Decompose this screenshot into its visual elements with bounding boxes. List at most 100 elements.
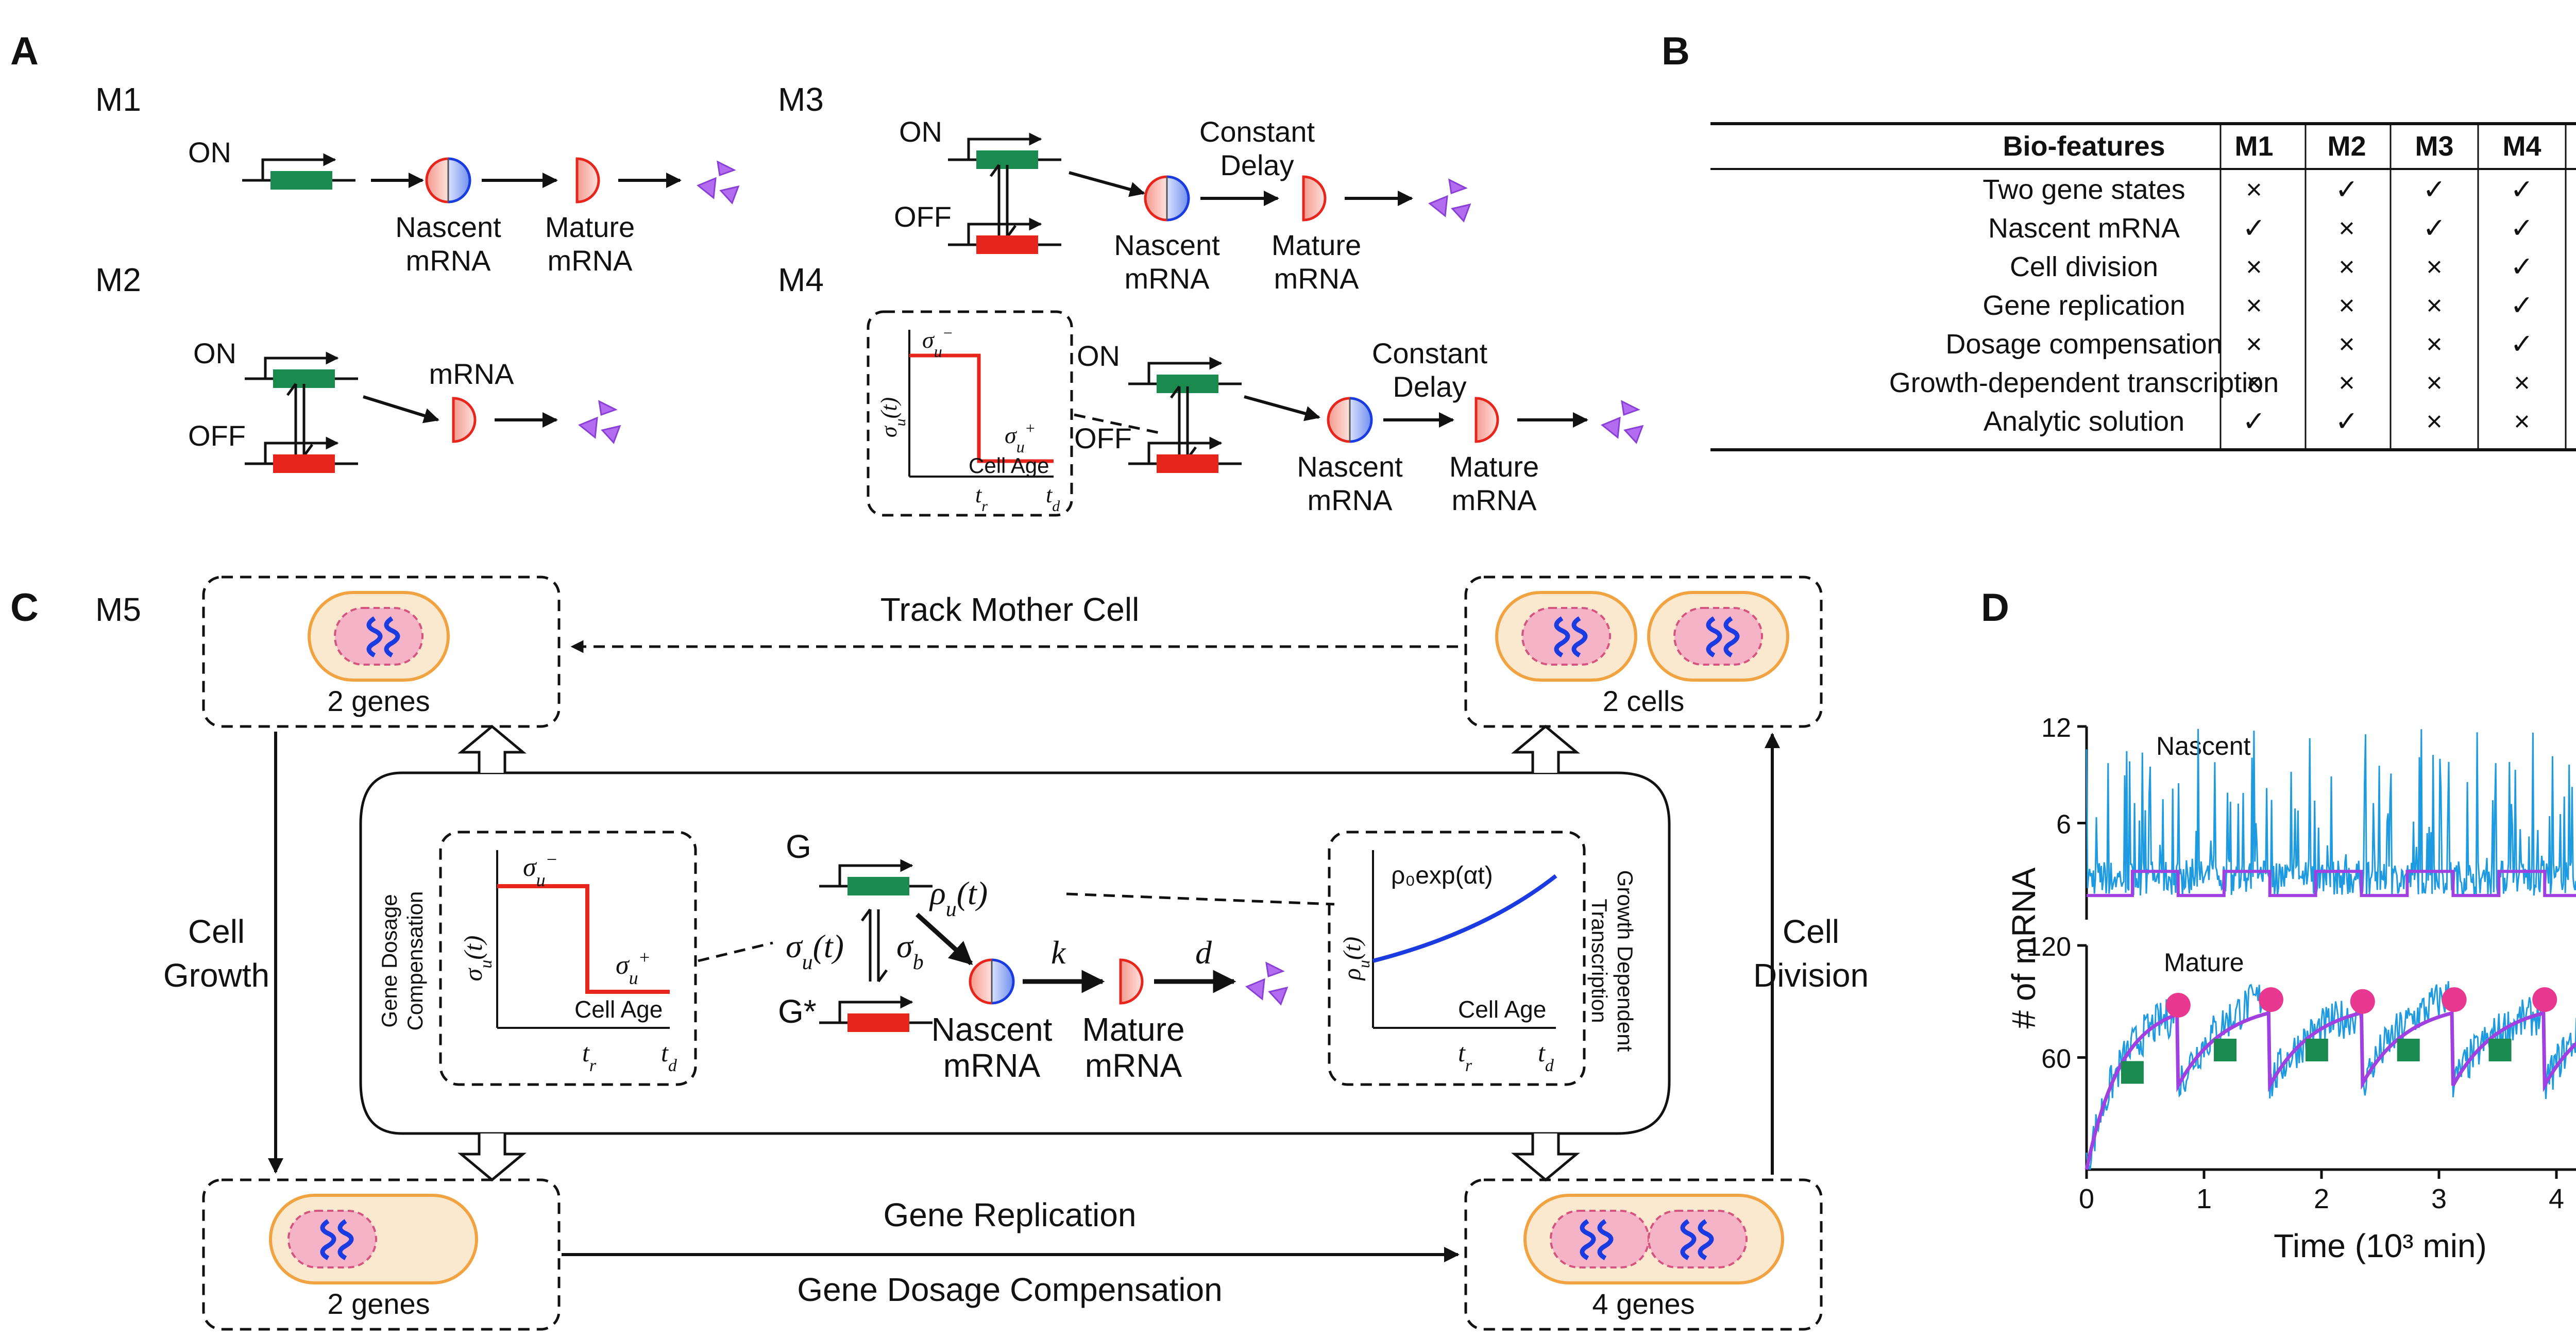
dosage-tr: tr [582, 1038, 597, 1075]
m4-sigma-inset-box [867, 310, 1073, 517]
panel-d-label: D [1981, 586, 2009, 630]
dosage-sigma-plus: σu+ [616, 947, 651, 988]
dividing-nucleus-2-icon [1648, 1210, 1748, 1268]
m4-mature-label: Mature [1449, 450, 1539, 483]
mature-y-tick-label: 60 [2041, 1044, 2071, 1074]
table-header-cell: M1 [2234, 131, 2273, 162]
sigma-u-t-label: σu(t) [786, 928, 844, 974]
replication-marker [2121, 1061, 2144, 1084]
cell-division-label-2: Division [1753, 957, 1869, 994]
m4-gene-off-icon [1128, 443, 1242, 473]
table-value-cell: ✓ [2335, 406, 2358, 437]
central-nascent-icon [970, 960, 1013, 1003]
table-value-cell: × [2338, 367, 2355, 398]
m1-gene-icon [242, 160, 355, 190]
table-value-cell: × [2338, 213, 2355, 244]
growth-connector [1066, 892, 1335, 906]
table-value-cell: × [2426, 290, 2443, 321]
growth-cell-age: Cell Age [1458, 996, 1546, 1023]
table-header-cell: M3 [2415, 131, 2453, 162]
table-feature-cell: Gene replication [1982, 290, 2185, 321]
bottom-left-state-box [202, 1178, 561, 1331]
growth-side-label-1: Growth Dependent [1613, 870, 1637, 1052]
table-value-cell: ✓ [2510, 290, 2533, 321]
m1-mature-mrna-label: mRNA [548, 244, 633, 277]
table-value-cell: × [2426, 367, 2443, 398]
central-mature-mrna-label: mRNA [1085, 1047, 1182, 1084]
division-marker [2442, 987, 2467, 1012]
mature-y-tick-label: 120 [2026, 932, 2071, 962]
table-value-cell: × [2426, 251, 2443, 282]
model-m2-label: M2 [95, 261, 141, 298]
m4-gene-on-icon [1128, 363, 1242, 393]
m4-inset-cell-age: Cell Age [969, 453, 1049, 478]
gene-gstar-label: G* [778, 993, 817, 1030]
replication-marker [2488, 1039, 2512, 1061]
division-marker [2532, 987, 2557, 1012]
dosage-step-line [497, 884, 670, 994]
m3-off-label: OFF [894, 200, 952, 233]
m4-mature-icon [1476, 398, 1498, 442]
table-header-cell: M4 [2502, 131, 2541, 162]
growth-rho-exp-label: ρ₀exp(αt) [1391, 862, 1493, 889]
m4-constant-label: Constant [1372, 337, 1488, 369]
table-feature-cell: Analytic solution [1984, 406, 2184, 437]
mature-mean-line [2084, 1010, 2576, 1170]
m1-nascent-mrna-label: mRNA [406, 244, 492, 277]
y-axis-label: # of mRNA [2005, 867, 2042, 1028]
growth-y-label: ρu(t) [1338, 937, 1373, 981]
x-tick-label: 2 [2314, 1183, 2329, 1214]
m4-nascent-icon [1328, 398, 1371, 442]
hollow-arrow-top-right-icon [1511, 724, 1580, 773]
top-right-state-box [1464, 576, 1823, 728]
m3-constant-label: Constant [1199, 115, 1315, 148]
x-tick-label: 1 [2196, 1183, 2212, 1214]
nascent-y-tick-label: 12 [2041, 713, 2071, 743]
cell-division-label-1: Cell [1783, 913, 1839, 950]
table-value-cell: ✓ [2510, 213, 2533, 244]
m2-switch-icon [287, 384, 312, 456]
table-value-cell: × [2246, 174, 2262, 205]
table-value-cell: ✓ [2335, 174, 2358, 205]
m3-degraded-icon [1429, 179, 1471, 222]
table-value-cell: ✓ [2422, 174, 2446, 205]
replication-marker [2214, 1039, 2237, 1061]
table-value-cell: × [2338, 251, 2355, 282]
panel-c-label: C [10, 586, 39, 630]
panel-b-label: B [1662, 29, 1690, 73]
m4-on-label: ON [1077, 340, 1120, 372]
m2-degraded-icon [579, 400, 621, 444]
m4-inset-tr: tr [975, 482, 988, 515]
table-feature-cell: Dosage compensation [1945, 329, 2222, 360]
dosage-inset-box [439, 831, 697, 1086]
top-right-cells-label: 2 cells [1603, 685, 1685, 717]
table-value-cell: ✓ [2510, 251, 2533, 282]
m3-mature-label: Mature [1272, 229, 1361, 261]
gene-replication-label: Gene Replication [884, 1196, 1137, 1233]
table-value-cell: ✓ [2422, 213, 2446, 244]
bottom-right-state-box [1464, 1178, 1823, 1331]
central-mature-icon [1121, 960, 1142, 1003]
m3-nascent-label: Nascent [1114, 229, 1220, 261]
hollow-arrow-bottom-right-icon [1511, 1133, 1580, 1182]
gene-gstar-icon [819, 1002, 933, 1032]
table-header-cell: Bio-features [2003, 131, 2165, 162]
dosage-connector [698, 941, 773, 962]
model-m3-label: M3 [778, 81, 824, 118]
model-m5-label: M5 [95, 591, 141, 628]
m1-nascent-label: Nascent [395, 211, 501, 243]
m3-arrow-1 [1069, 171, 1145, 197]
m3-switch-icon [991, 165, 1015, 237]
m4-mature-mrna-label: mRNA [1452, 484, 1537, 516]
cell-growth-label-2: Growth [163, 957, 269, 994]
m2-arrow-1 [363, 395, 439, 424]
m4-nascent-label: Nascent [1297, 450, 1403, 483]
m2-mrna-label: mRNA [429, 358, 515, 390]
track-mother-label: Track Mother Cell [880, 591, 1140, 628]
growth-tr: tr [1458, 1038, 1472, 1075]
m1-mature-icon [577, 159, 599, 202]
gene-switch-icon [862, 909, 887, 981]
rho-u-t-label: ρu(t) [929, 875, 988, 921]
bio-features-table: Bio-featuresM1M2M3M4M5Two gene states×✓✓… [1710, 122, 2576, 451]
